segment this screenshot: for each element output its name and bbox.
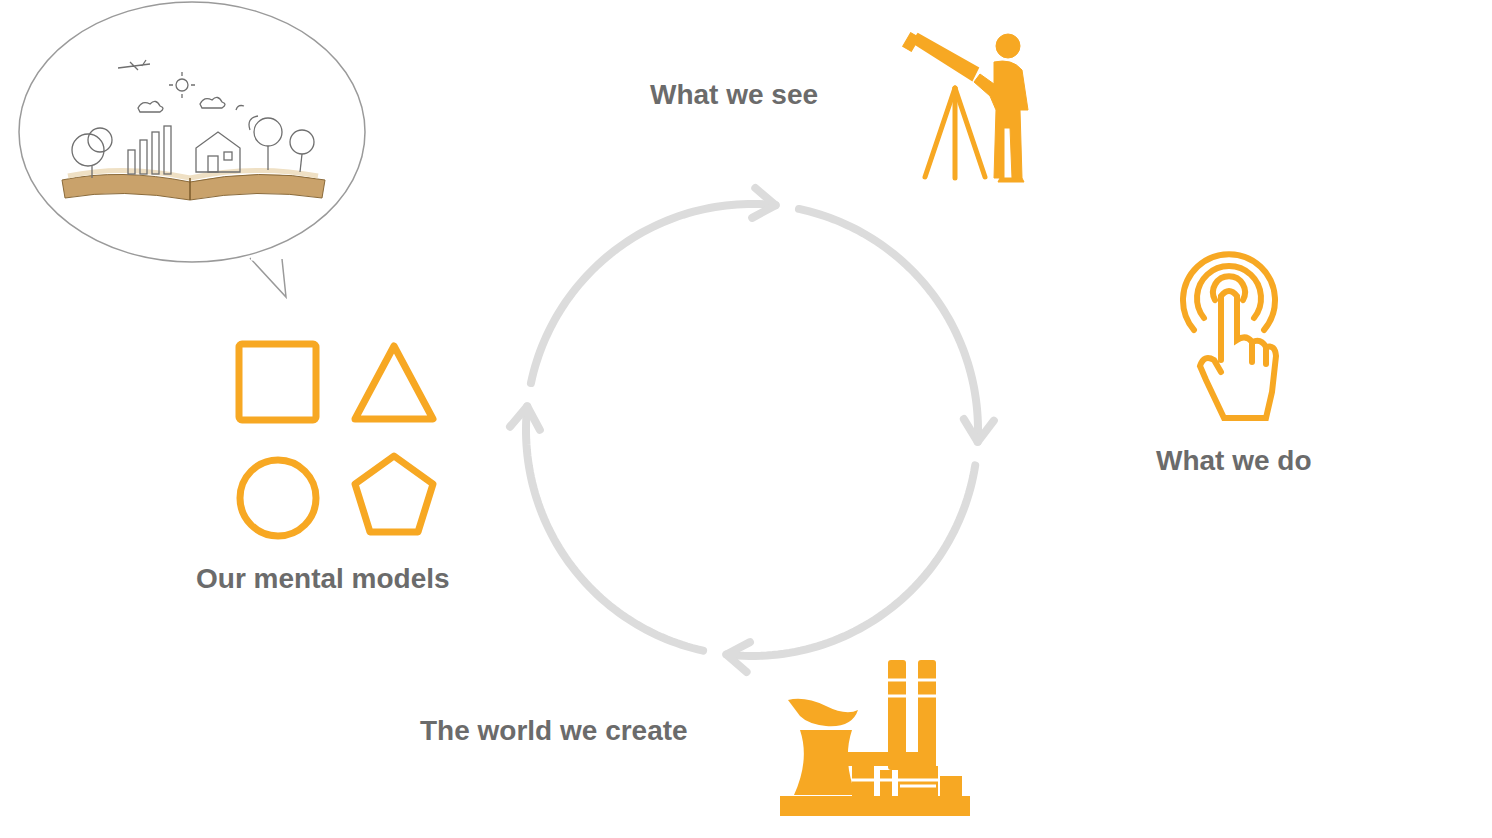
cycle-arc (526, 406, 703, 650)
stage-label: What we see (646, 76, 822, 114)
cycle-arc (799, 209, 978, 442)
mental-model-shapes (239, 344, 433, 536)
touch-hand-icon (1183, 254, 1276, 418)
factory-icon (780, 660, 970, 816)
arrow-head (752, 188, 775, 218)
stage-title: What we see (650, 78, 818, 112)
stage-title: The world we create (420, 714, 688, 748)
book-illustration (62, 60, 325, 200)
cycle-arc (531, 204, 776, 383)
cycle-arrow (510, 406, 703, 650)
speech-bubble (19, 2, 365, 297)
stage-label: What we do (1152, 442, 1316, 480)
cycle-arrow (531, 188, 776, 383)
stage-title: Our mental models (196, 562, 450, 596)
cycle-arc (726, 465, 975, 656)
stage-title: What we do (1156, 444, 1312, 478)
arrow-head (964, 419, 994, 442)
cycle-arrow (726, 465, 975, 672)
cycle-arrow (799, 209, 994, 442)
arrow-head (510, 406, 540, 429)
stage-label: Our mental models (192, 560, 454, 598)
stage-label: The world we create (416, 712, 692, 750)
arrow-head (726, 642, 750, 672)
telescope-person-icon (903, 33, 1028, 182)
